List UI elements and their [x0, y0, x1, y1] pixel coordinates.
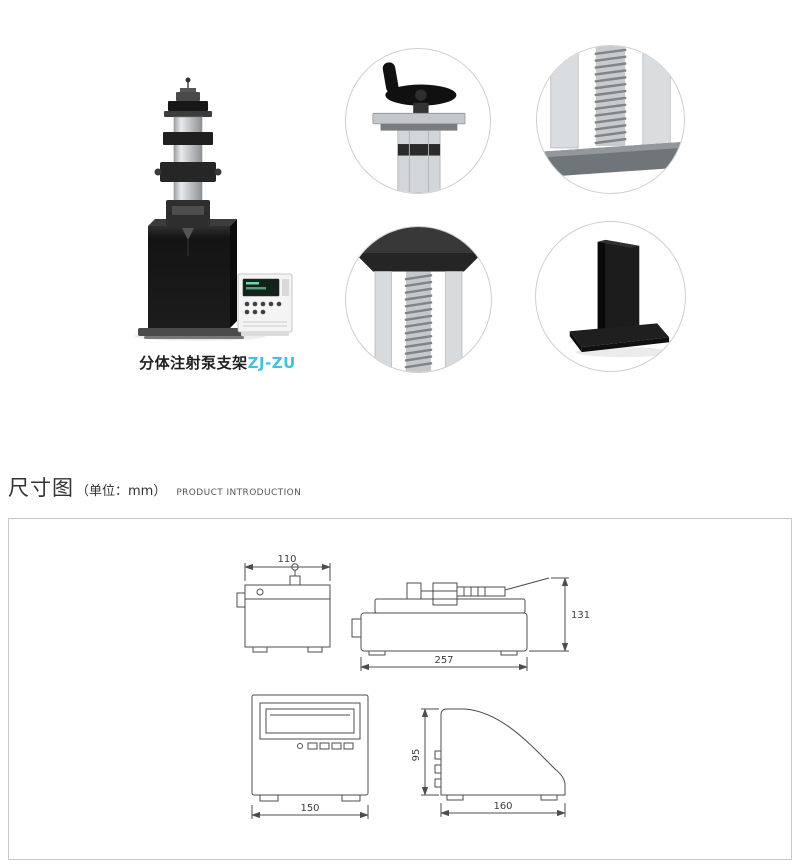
product-caption: 分体注射泵支架ZJ-ZU	[120, 352, 315, 373]
dim-label-base-height: 95	[411, 749, 422, 762]
dimension-drawing-panel: 110 257 131 150 95 160	[8, 518, 792, 860]
drawing-front-view	[236, 563, 331, 653]
product-model: ZJ-ZU	[247, 354, 296, 372]
dimension-drawing-canvas: 110 257 131 150 95 160	[236, 554, 590, 819]
pump-column	[154, 77, 222, 256]
dim-label-base-length: 160	[493, 801, 512, 812]
section-subtitle: PRODUCT INTRODUCTION	[176, 488, 302, 498]
section-unit: （单位：mm）	[76, 484, 167, 499]
detail-circle-lead-screw	[536, 45, 685, 194]
dim-label-side-height: 131	[571, 610, 590, 621]
drawing-side-view	[351, 577, 569, 671]
dim-label-side-length: 257	[434, 655, 453, 666]
detail-circle-screw-column	[345, 226, 492, 373]
pump-controller	[237, 273, 293, 336]
screw-column-detail-image	[346, 227, 491, 372]
dimension-section-header: 尺寸图 （单位：mm） PRODUCT INTRODUCTION	[8, 472, 301, 502]
product-photo	[100, 76, 300, 348]
dim-label-controller-width: 150	[300, 803, 319, 814]
detail-circle-crank-handle	[345, 48, 491, 194]
product-name: 分体注射泵支架	[139, 354, 248, 372]
dim-label-front-width: 110	[277, 554, 296, 565]
drawing-controller-side	[421, 708, 566, 817]
syringe-pump-image	[134, 77, 293, 341]
section-title: 尺寸图	[8, 476, 74, 500]
drawing-controller-front	[251, 694, 369, 819]
crank-handle-detail-image	[372, 62, 466, 193]
pump-base	[138, 219, 250, 339]
detail-circle-base-stand	[535, 221, 686, 372]
base-stand-detail-image	[569, 239, 672, 358]
lead-screw-detail-image	[538, 46, 683, 178]
